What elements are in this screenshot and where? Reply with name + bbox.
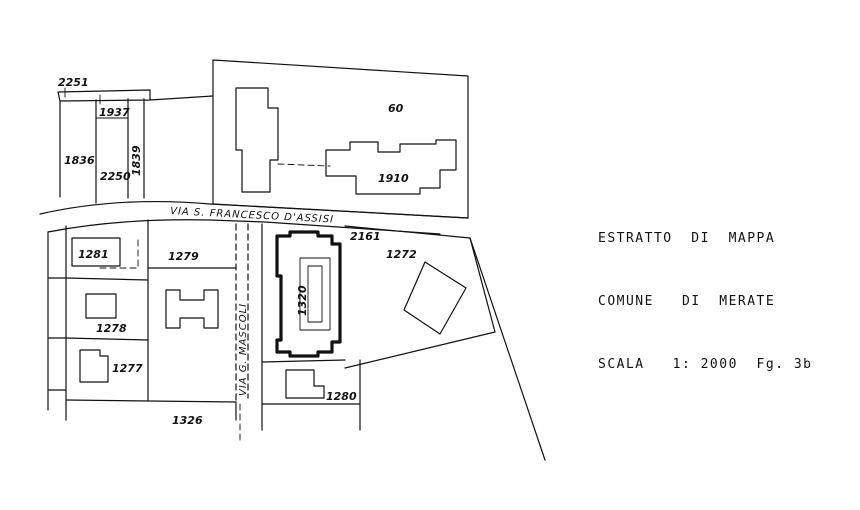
parcel-block-northwest — [57, 87, 151, 204]
building-1320-outline — [275, 230, 342, 358]
label-1937: 1937 — [99, 106, 130, 119]
legend-municipality: COMUNE DI MERATE — [598, 294, 776, 309]
parcel-block-west — [47, 219, 361, 431]
label-2251: 2251 — [58, 76, 89, 89]
label-1277: 1277 — [112, 362, 143, 375]
parcel-1280 — [285, 369, 325, 399]
label-1278: 1278 — [96, 322, 127, 335]
label-1272: 1272 — [386, 248, 417, 261]
parcel-1272 — [344, 225, 546, 461]
building-1281 — [71, 237, 121, 267]
parcel-1320 — [261, 223, 346, 363]
building-1280 — [285, 369, 325, 399]
building-1279 — [165, 289, 219, 329]
label-2250: 2250 — [100, 170, 131, 183]
building-60-west — [235, 87, 279, 193]
building-1910 — [325, 139, 457, 195]
label-2161: 2161 — [350, 230, 381, 243]
street-label-side: VIA G. MASCOLI — [238, 303, 249, 396]
building-1278 — [85, 293, 117, 319]
street-via-mascoli — [235, 223, 249, 445]
legend-title: ESTRATTO DI MAPPA — [598, 231, 776, 246]
label-1910: 1910 — [378, 172, 409, 185]
label-60: 60 — [388, 102, 404, 115]
street-via-san-francesco — [39, 200, 469, 235]
label-1836: 1836 — [64, 154, 95, 167]
legend-scale: SCALA 1: 2000 Fg. 3b — [598, 357, 813, 372]
map-legend: ESTRATTO DI MAPPA COMUNE DI MERATE SCALA… — [598, 186, 813, 396]
building-1272 — [403, 261, 467, 335]
parcel-60 — [149, 59, 469, 219]
building-1277 — [79, 349, 109, 383]
label-1279: 1279 — [168, 250, 199, 263]
label-1280: 1280 — [326, 390, 357, 403]
label-1281: 1281 — [78, 248, 109, 261]
label-1839: 1839 — [130, 145, 143, 176]
label-1326: 1326 — [172, 414, 203, 427]
label-1320: 1320 — [296, 285, 309, 316]
